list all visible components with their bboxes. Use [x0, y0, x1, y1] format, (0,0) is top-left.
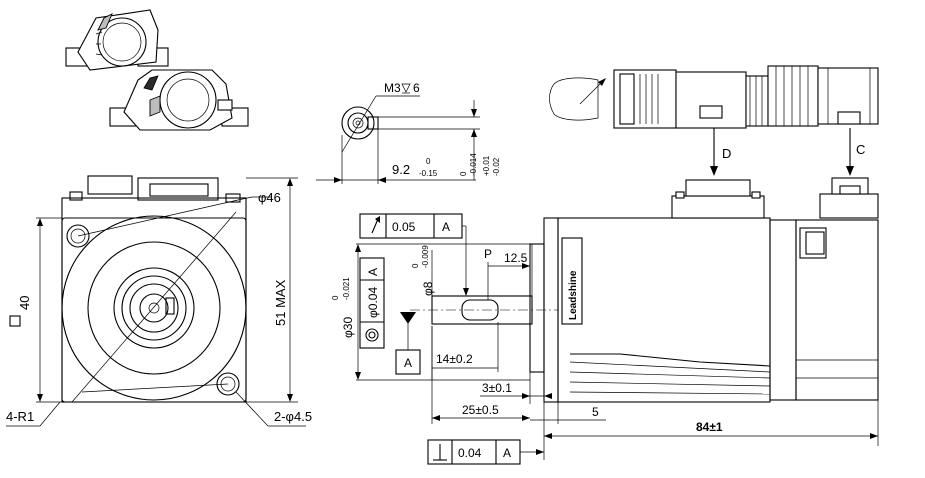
dim-2-holes: 2-φ4.5 — [274, 409, 312, 424]
dim-4-r1: 4-R1 — [6, 409, 34, 424]
dim-pilot-dia: φ30 — [341, 317, 355, 338]
shaft-end-detail — [316, 83, 480, 184]
perp-datum: A — [503, 446, 511, 460]
shaft-tol-a-bot: -0.014 — [469, 153, 478, 176]
p-value: 12.5 — [504, 251, 528, 265]
view-arrow-d: D — [722, 146, 731, 161]
dim-key-width: 9.2 — [392, 162, 410, 177]
dim-shaft-dia: φ8 — [421, 281, 435, 296]
dim-pilot-tol-bot: -0.021 — [342, 277, 351, 300]
thread-spec: M3 — [384, 81, 401, 95]
runout-value: 0.05 — [392, 220, 416, 234]
thread-depth: 6 — [413, 81, 420, 95]
side-view — [410, 177, 879, 403]
p-label: P — [484, 247, 492, 261]
dim-phi-46: φ46 — [258, 190, 281, 205]
shaft-tol-a-top: 0 — [459, 171, 468, 176]
dim-pilot-length: 3±0.1 — [482, 381, 512, 395]
front-view-dims — [6, 177, 306, 427]
shaft-tol-b-bot: -0.02 — [492, 157, 501, 176]
connector-iso-upper — [65, 9, 169, 71]
connector-iso-lower — [109, 69, 249, 131]
dim-key-width-tol-top: 0 — [426, 157, 431, 166]
connector-detail — [549, 65, 879, 176]
perp-value: 0.04 — [458, 446, 482, 460]
side-view-dims — [355, 213, 879, 465]
dim-shaft-length: 25±0.5 — [462, 403, 499, 417]
dim-51-max: 51 MAX — [273, 279, 288, 326]
conc-value: φ0.04 — [366, 287, 380, 318]
dim-key-width-tol-bot: -0.15 — [419, 169, 438, 178]
view-arrow-c: C — [856, 142, 865, 157]
dim-square-40: 40 — [17, 296, 32, 310]
datum-a-label: A — [404, 356, 412, 370]
square-symbol — [9, 315, 21, 327]
dim-pilot-tol-top: 0 — [331, 295, 340, 300]
dim-flange-thickness: 5 — [592, 405, 599, 419]
runout-datum: A — [442, 220, 450, 234]
shaft-tol-b-top: +0.01 — [482, 155, 491, 176]
dim-body-length: 84±1 — [696, 420, 723, 434]
dim-shaft-dia-tol-top: 0 — [411, 263, 420, 268]
conc-datum: A — [366, 268, 380, 276]
dim-shaft-dia-tol-bot: -0.009 — [421, 245, 430, 268]
dim-key-length: 14±0.2 — [436, 352, 473, 366]
front-view — [61, 175, 247, 403]
brand-plate: Leadshine — [568, 270, 579, 320]
